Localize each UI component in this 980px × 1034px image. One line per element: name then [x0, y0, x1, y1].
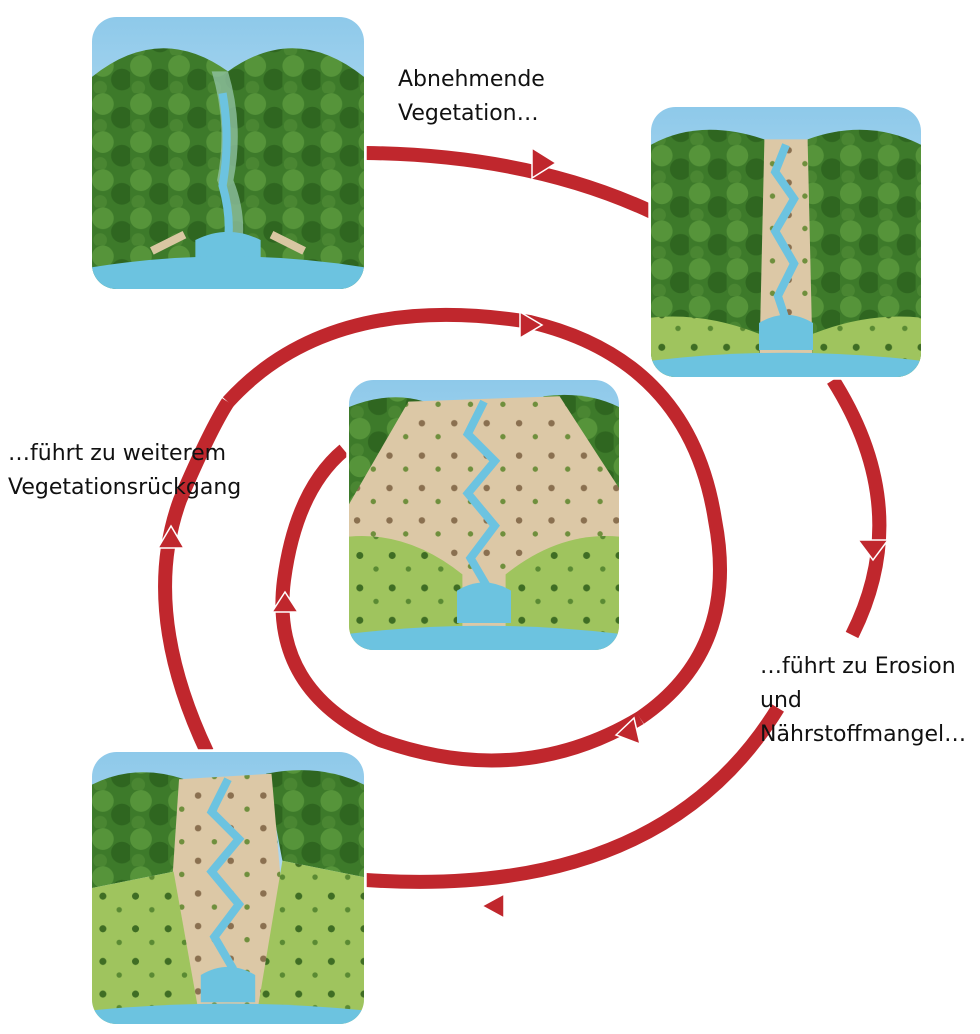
- label-line: …führt zu weiterem: [8, 441, 227, 466]
- label-line: …führt zu Erosion: [760, 654, 956, 679]
- outer-cycle-arrows: [158, 146, 887, 889]
- panel-degraded-valley: [89, 749, 367, 1027]
- arrowhead-6: [614, 716, 642, 746]
- label-erosion-nutrient-deficiency: …führt zu Erosion und Nährstoffmangel…: [760, 650, 966, 752]
- arrowhead-3: [480, 892, 505, 920]
- label-further-vegetation-decline: …führt zu weiterem Vegetationsrückgang: [8, 437, 241, 505]
- label-line: Abnehmende: [398, 67, 545, 92]
- arrow-step2-to-step3: [827, 376, 887, 639]
- label-line: Vegetationsrückgang: [8, 475, 242, 500]
- inner-loop-bottom: [275, 444, 644, 768]
- arrowhead-4: [156, 524, 186, 549]
- arrowhead-5: [519, 310, 544, 340]
- arrowhead-7: [270, 590, 300, 613]
- label-line: Vegetation…: [398, 101, 539, 126]
- inner-cycle-arrows: [222, 307, 727, 768]
- arrow-step1-to-step2: [365, 146, 655, 219]
- arrow-step3-to-step4: [365, 704, 784, 889]
- label-line: Nährstoffmangel…: [760, 722, 967, 747]
- label-line: und: [760, 688, 802, 713]
- panel-dense-forest: [89, 14, 367, 292]
- label-decreasing-vegetation: Abnehmende Vegetation…: [398, 63, 545, 131]
- panel-thinning-forest: [648, 104, 924, 380]
- arrow-step4-to-step1: [158, 398, 234, 755]
- inner-loop-top: [222, 307, 727, 724]
- arrowhead-2: [856, 539, 890, 562]
- arrowheads: [156, 146, 890, 920]
- panel-eroding-valley: [346, 377, 622, 653]
- arrowhead-1: [531, 146, 558, 180]
